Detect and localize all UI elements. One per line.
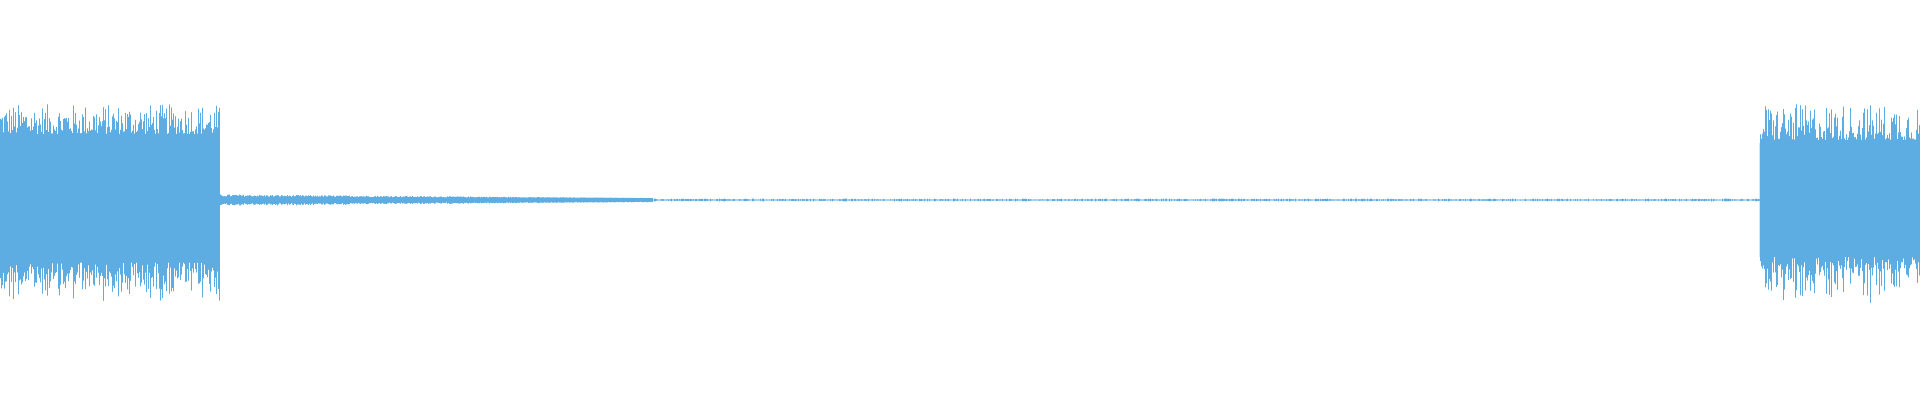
waveform-bars bbox=[0, 104, 1920, 303]
waveform-trace bbox=[0, 104, 1920, 303]
